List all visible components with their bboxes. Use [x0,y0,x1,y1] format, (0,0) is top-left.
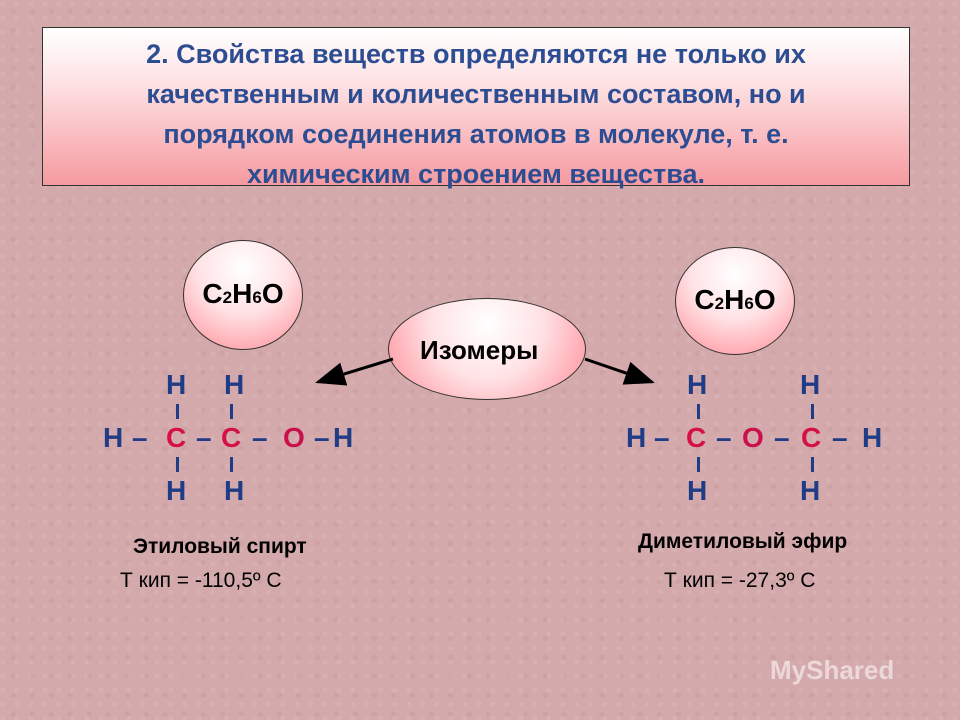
bond-vertical [176,457,179,472]
atom-c: С [166,422,187,453]
right-formula-bubble [675,247,795,355]
bond-vertical [811,457,814,472]
left-formula: C2H6O [202,278,284,309]
atom-h: Н [224,369,245,400]
ethanol-name: Этиловый спирт [133,535,307,558]
bond-dash: – [832,422,848,453]
atom-h: Н [800,475,821,506]
atom-h: Н [224,475,245,506]
dimethyl-ether-boiling-point: Т кип = -27,3º С [664,569,816,592]
atom-o: О [283,422,305,453]
isomers-label: Изомеры [420,335,539,365]
bond-dash: – [196,422,212,453]
atom-c: С [801,422,822,453]
bond-vertical [176,404,179,419]
right-formula: C2H6O [694,284,776,315]
bond-dash: – [774,422,790,453]
bond-vertical [697,457,700,472]
title-box [42,27,910,186]
atom-h: Н [687,475,708,506]
atom-h: Н [333,422,354,453]
bond-dash: – [132,422,148,453]
atom-h: Н [103,422,124,453]
atom-h: Н [166,369,187,400]
bond-vertical [697,404,700,419]
atom-h: Н [166,475,187,506]
atom-h: Н [862,422,883,453]
ethanol-boiling-point: Т кип = -110,5º С [120,569,282,592]
atom-h: Н [687,369,708,400]
atom-o: О [742,422,764,453]
atom-c: С [686,422,707,453]
dimethyl-ether-name: Диметиловый эфир [638,530,848,553]
bond-vertical [811,404,814,419]
left-formula-bubble [183,240,303,350]
bond-dash: – [654,422,670,453]
bond-dash: – [314,422,330,453]
bond-vertical [230,404,233,419]
arrow-right [584,357,655,385]
bond-dash: – [252,422,268,453]
atom-h: Н [800,369,821,400]
bond-vertical [230,457,233,472]
title-text: 2. Свойства веществ определяются не толь… [146,39,806,189]
watermark-logo: MyShared [770,655,895,685]
bond-dash: – [716,422,732,453]
atom-h: Н [626,422,647,453]
isomers-bubble [388,298,586,400]
atom-c: С [221,422,242,453]
arrow-left [315,357,394,386]
